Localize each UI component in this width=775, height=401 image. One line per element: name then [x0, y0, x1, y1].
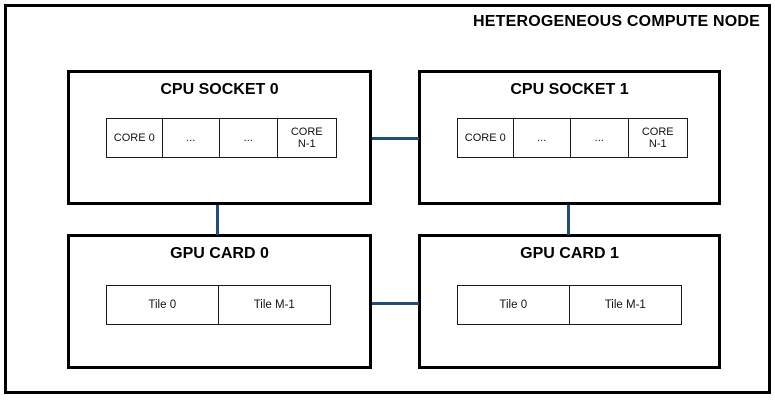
core-strip-cpu-socket-0: CORE 0 ... ... CORE N-1 — [106, 118, 337, 158]
unit-gpu-card-0[interactable]: GPU CARD 0 Tile 0 Tile M-1 — [67, 234, 372, 369]
unit-title-gpu-card-0: GPU CARD 0 — [170, 245, 269, 262]
connector-gpu0-gpu1 — [372, 302, 419, 305]
diagram-title: HETEROGENEOUS COMPUTE NODE — [472, 13, 760, 30]
tile-cell[interactable]: Tile 0 — [107, 286, 219, 324]
unit-cpu-socket-1[interactable]: CPU SOCKET 1 CORE 0 ... ... CORE N-1 — [418, 70, 721, 205]
unit-cpu-socket-0[interactable]: CPU SOCKET 0 CORE 0 ... ... CORE N-1 — [67, 70, 372, 205]
connector-cpu0-cpu1 — [372, 137, 419, 140]
tile-cell[interactable]: Tile 0 — [458, 286, 570, 324]
unit-gpu-card-1[interactable]: GPU CARD 1 Tile 0 Tile M-1 — [418, 234, 721, 369]
core-cell[interactable]: CORE N-1 — [641, 125, 674, 150]
core-cell[interactable]: ... — [571, 119, 629, 157]
core-cell[interactable]: CORE N-1 — [290, 125, 323, 150]
compute-node-frame: HETEROGENEOUS COMPUTE NODE CPU SOCKET 0 … — [4, 4, 771, 394]
connector-cpu0-gpu0 — [216, 205, 219, 235]
tile-strip-gpu-card-1: Tile 0 Tile M-1 — [457, 285, 682, 325]
connector-cpu1-gpu1 — [567, 205, 570, 235]
core-cell[interactable]: ... — [514, 119, 572, 157]
core-cell[interactable]: ... — [220, 119, 278, 157]
unit-title-cpu-socket-1: CPU SOCKET 1 — [510, 81, 629, 98]
core-cell[interactable]: CORE 0 — [107, 119, 163, 157]
core-cell[interactable]: ... — [163, 119, 221, 157]
tile-cell[interactable]: Tile M-1 — [253, 298, 295, 311]
unit-title-cpu-socket-0: CPU SOCKET 0 — [160, 81, 279, 98]
core-cell[interactable]: CORE 0 — [458, 119, 514, 157]
tile-strip-gpu-card-0: Tile 0 Tile M-1 — [106, 285, 331, 325]
core-strip-cpu-socket-1: CORE 0 ... ... CORE N-1 — [457, 118, 688, 158]
tile-cell[interactable]: Tile M-1 — [604, 298, 646, 311]
unit-title-gpu-card-1: GPU CARD 1 — [520, 245, 619, 262]
